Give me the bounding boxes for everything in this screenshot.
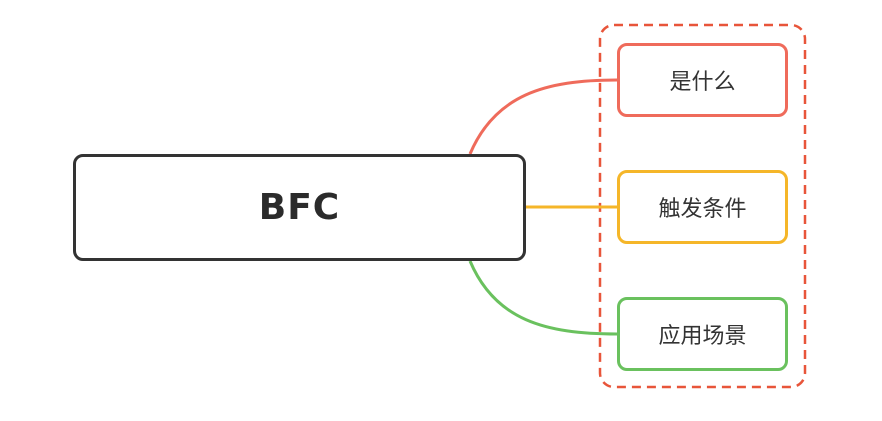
connector-what	[468, 78, 618, 155]
branch-label-trigger: 触发条件	[658, 197, 747, 222]
connector-usage	[468, 260, 618, 336]
root-label: BFC	[258, 187, 341, 228]
branch-label-what: 是什么	[669, 70, 736, 95]
branch-node-what[interactable]: 是什么	[617, 43, 788, 117]
branch-label-usage: 应用场景	[658, 324, 747, 349]
branch-node-usage[interactable]: 应用场景	[617, 297, 788, 371]
root-node[interactable]: BFC	[73, 154, 526, 261]
branch-node-trigger[interactable]: 触发条件	[617, 170, 788, 244]
